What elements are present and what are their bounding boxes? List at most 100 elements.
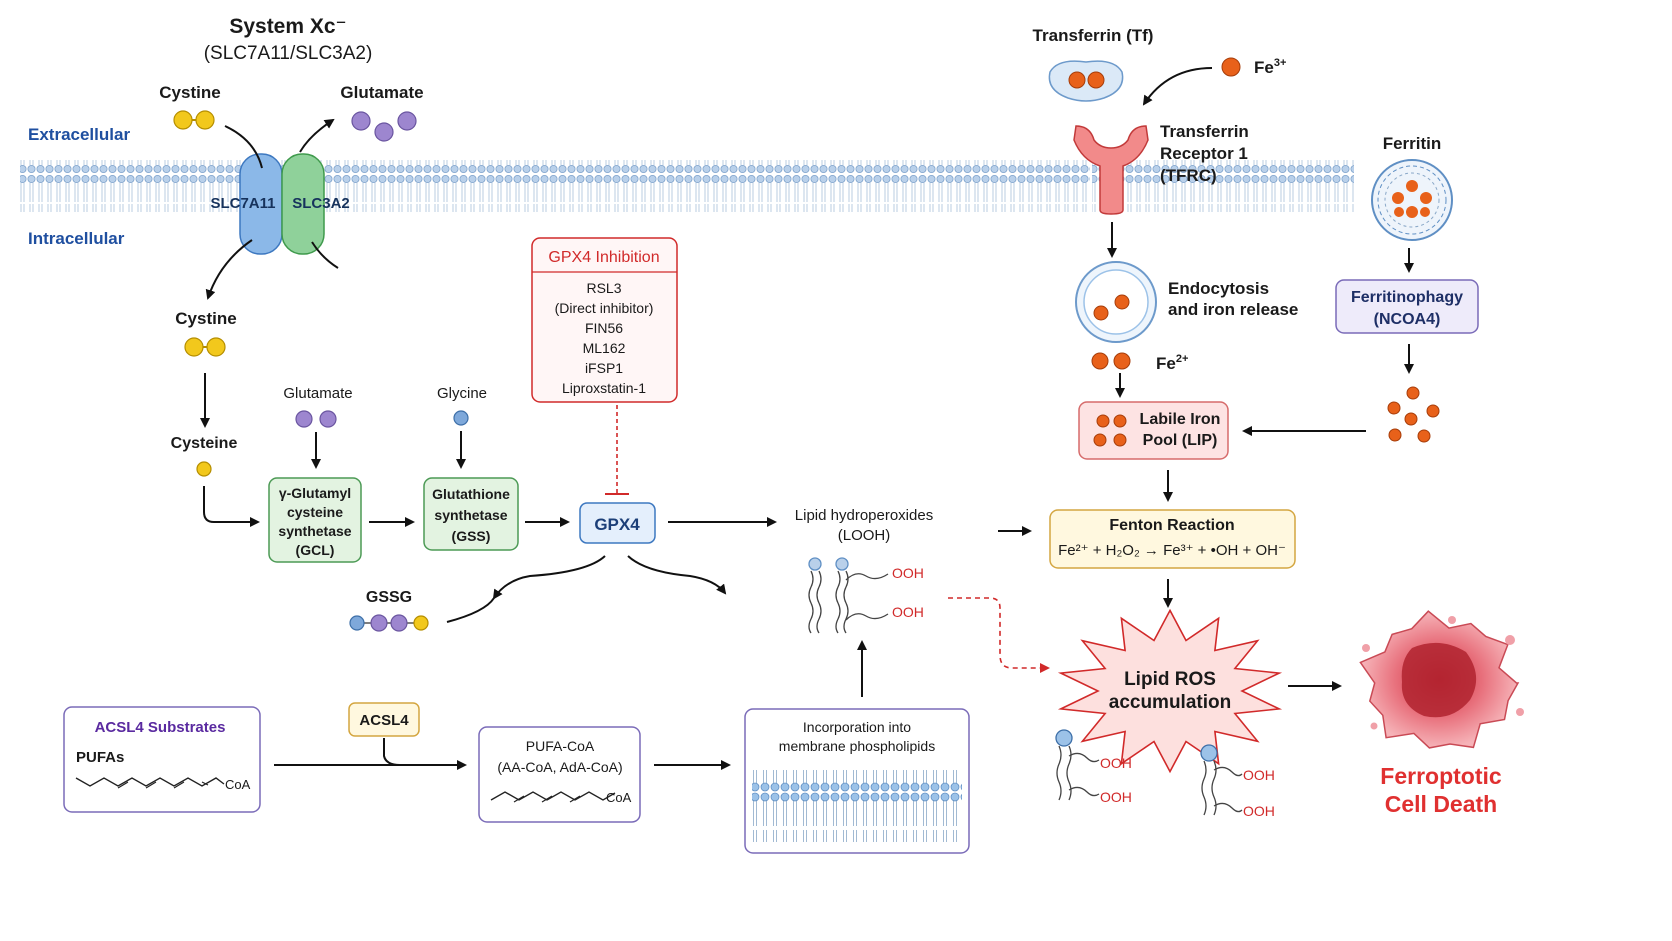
gcl-box: γ-Glutamyl cysteine synthetase (GCL) bbox=[268, 477, 362, 563]
ferritinophagy-box: Ferritinophagy (NCOA4) bbox=[1335, 279, 1479, 334]
fe2-ions bbox=[1091, 352, 1131, 370]
gssg-molecule bbox=[349, 614, 429, 632]
svg-text:Pool (LIP): Pool (LIP) bbox=[1143, 432, 1218, 449]
ferroptotic-death-label: Ferroptotic bbox=[1380, 763, 1502, 789]
fe3-label: Fe3+ bbox=[1254, 57, 1286, 77]
burst-shape bbox=[1057, 608, 1283, 774]
svg-text:synthetase: synthetase bbox=[434, 507, 507, 523]
intracellular-label: Intracellular bbox=[28, 229, 125, 248]
glutamate-out-molecules bbox=[351, 111, 417, 142]
cystine-import-arrow-top bbox=[224, 125, 263, 169]
dying-cell-icon bbox=[1359, 610, 1524, 749]
ooh-label: OOH bbox=[1243, 767, 1275, 783]
extracellular-label: Extracellular bbox=[28, 125, 130, 144]
inhibitor-item: (Direct inhibitor) bbox=[555, 300, 654, 316]
cystine-import-arrow bbox=[205, 239, 253, 300]
peroxidized-lipid-1 bbox=[1055, 729, 1100, 801]
system-xc-subtitle: (SLC7A11/SLC3A2) bbox=[204, 43, 373, 64]
gss-box: Glutathione synthetase (GSS) bbox=[423, 477, 519, 551]
svg-text:(GSS): (GSS) bbox=[452, 528, 491, 544]
svg-text:Fe²⁺ + H₂O₂ → Fe³⁺ + •OH + OH⁻: Fe²⁺ + H₂O₂ → Fe³⁺ + •OH + OH⁻ bbox=[1058, 542, 1286, 559]
svg-text:(GCL): (GCL) bbox=[296, 542, 335, 558]
gpx4-reduction-arrow bbox=[627, 555, 727, 595]
labile-iron-pool-box: Labile Iron Pool (LIP) bbox=[1078, 401, 1229, 460]
ferroptotic-death-label: Cell Death bbox=[1385, 791, 1497, 817]
inhibitor-item: Liproxstatin-1 bbox=[562, 380, 646, 396]
glutamate-export-arrow bbox=[299, 118, 335, 153]
endocytosis-label: Endocytosis bbox=[1168, 279, 1269, 298]
ooh-label: OOH bbox=[1100, 789, 1132, 805]
cystine-in-label: Cystine bbox=[175, 309, 236, 328]
gpx4-to-gssg-arrow bbox=[492, 555, 606, 600]
inhibitor-item: iFSP1 bbox=[585, 360, 623, 376]
tfrc-label: Transferrin bbox=[1160, 122, 1249, 141]
ooh-label: OOH bbox=[892, 604, 924, 620]
transferrin-label: Transferrin (Tf) bbox=[1033, 26, 1154, 45]
svg-text:Ferritinophagy: Ferritinophagy bbox=[1351, 289, 1463, 306]
tfrc-label: Receptor 1 bbox=[1160, 144, 1248, 163]
ferritin-cage-icon bbox=[1371, 159, 1453, 241]
svg-text:Labile Iron: Labile Iron bbox=[1140, 411, 1221, 428]
lipid-hydroperoxides-label: Lipid hydroperoxides bbox=[795, 507, 933, 524]
acsl4-enzyme-box: ACSL4 bbox=[348, 702, 420, 737]
svg-text:γ-Glutamyl: γ-Glutamyl bbox=[279, 485, 351, 501]
system-xc-title: System Xc⁻ bbox=[229, 15, 346, 38]
endocytosis-label: and iron release bbox=[1168, 300, 1298, 319]
acsl4-substrates-box: ACSL4 Substrates PUFAs CoA bbox=[63, 706, 261, 813]
looh-to-ros-dashed-arrow bbox=[948, 597, 1050, 673]
svg-text:PUFA-CoA: PUFA-CoA bbox=[526, 738, 595, 754]
released-iron-ions bbox=[1387, 386, 1440, 443]
svg-text:PUFAs: PUFAs bbox=[76, 749, 124, 766]
glycine-label: Glycine bbox=[437, 385, 487, 402]
gpx4-box: GPX4 bbox=[579, 502, 656, 544]
svg-text:synthetase: synthetase bbox=[278, 523, 351, 539]
inhibitor-item: RSL3 bbox=[586, 280, 621, 296]
cell-membrane bbox=[20, 160, 1090, 212]
glutamate-out-label: Glutamate bbox=[340, 83, 423, 102]
ooh-label: OOH bbox=[1243, 803, 1275, 819]
glutamate-small-molecules bbox=[295, 410, 337, 428]
tfrc-receptor bbox=[1073, 125, 1149, 215]
svg-text:ACSL4: ACSL4 bbox=[359, 712, 409, 729]
cell-membrane-right bbox=[1092, 160, 1354, 212]
lipid-ros-burst: Lipid ROS accumulation bbox=[1057, 608, 1283, 774]
svg-text:GPX4: GPX4 bbox=[594, 515, 640, 534]
svg-text:Lipid ROS: Lipid ROS bbox=[1124, 669, 1216, 690]
svg-text:ACSL4 Substrates: ACSL4 Substrates bbox=[95, 719, 226, 736]
ferritin-label: Ferritin bbox=[1383, 134, 1442, 153]
gssg-label: GSSG bbox=[366, 589, 412, 606]
fenton-reaction-box: Fenton Reaction Fe²⁺ + H₂O₂ → Fe³⁺ + •OH… bbox=[1049, 509, 1296, 569]
svg-text:Glutathione: Glutathione bbox=[432, 486, 510, 502]
inhibition-title: GPX4 Inhibition bbox=[548, 249, 659, 266]
glutamate-import-tail bbox=[311, 241, 339, 269]
cysteine-molecule bbox=[196, 461, 212, 477]
svg-text:CoA: CoA bbox=[606, 790, 632, 805]
peroxidized-lipid-2 bbox=[1200, 744, 1243, 816]
looh-lipid-drawing bbox=[808, 557, 889, 634]
svg-text:Fenton Reaction: Fenton Reaction bbox=[1109, 517, 1234, 534]
svg-text:cysteine: cysteine bbox=[287, 504, 343, 520]
svg-text:(NCOA4): (NCOA4) bbox=[1374, 311, 1441, 328]
transferrin-icon bbox=[1048, 60, 1124, 102]
cystine-in-molecule bbox=[184, 337, 226, 357]
svg-text:(AA-CoA, AdA-CoA): (AA-CoA, AdA-CoA) bbox=[497, 759, 622, 775]
looh-label: (LOOH) bbox=[838, 527, 891, 544]
svg-text:Incorporation into: Incorporation into bbox=[803, 719, 911, 735]
glutamate-small-label: Glutamate bbox=[283, 385, 352, 402]
svg-text:membrane phospholipids: membrane phospholipids bbox=[779, 738, 935, 754]
fe3-ion bbox=[1221, 57, 1241, 77]
slc3a2-transporter bbox=[281, 153, 325, 255]
svg-text:accumulation: accumulation bbox=[1109, 692, 1231, 713]
slc7a11-label: SLC7A11 bbox=[210, 195, 275, 212]
glycine-molecule bbox=[453, 410, 469, 426]
cystine-out-molecule bbox=[173, 110, 215, 130]
cysteine-label: Cysteine bbox=[171, 435, 238, 452]
gpx4-inhibition-box: GPX4 Inhibition RSL3 (Direct inhibitor) … bbox=[531, 237, 678, 403]
endosome-icon bbox=[1075, 261, 1157, 343]
gssg-curve bbox=[446, 597, 495, 623]
cystine-out-label: Cystine bbox=[159, 83, 220, 102]
tfrc-label: (TFRC) bbox=[1160, 166, 1217, 185]
inhibitor-item: FIN56 bbox=[585, 320, 623, 336]
pufa-coa-box: PUFA-CoA (AA-CoA, AdA-CoA) CoA bbox=[478, 726, 641, 823]
